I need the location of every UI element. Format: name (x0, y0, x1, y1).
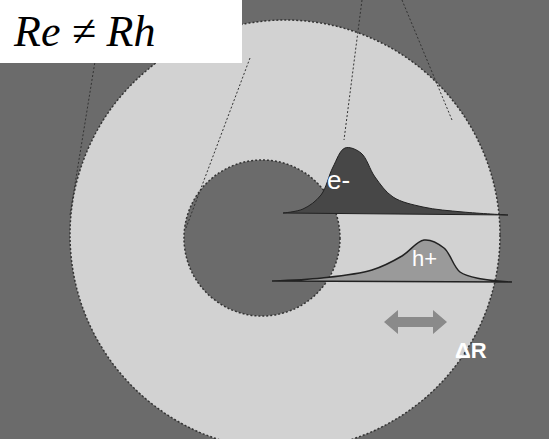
carrier-label: h+ (412, 246, 437, 272)
hole-packet: h+ (272, 238, 512, 282)
electron-packet: e- (283, 147, 508, 215)
projection-line (402, 0, 452, 120)
delta-r-arrow (384, 310, 447, 334)
carrier-label: e- (327, 165, 350, 196)
formula-box: Re ≠ Rh (0, 0, 242, 63)
hole-packet-shape (272, 238, 512, 282)
electron-wavefunction (283, 148, 508, 215)
hole-wavefunction (272, 240, 512, 282)
ring-inner-border (184, 160, 340, 316)
ring-outer-border (70, 20, 500, 439)
formula-text: Re ≠ Rh (14, 6, 155, 57)
electron-packet-shape (283, 147, 508, 215)
projection-line (344, 0, 362, 140)
delta-r-label: ΔR (455, 338, 487, 364)
ring (70, 20, 500, 439)
projection-line (186, 58, 250, 228)
